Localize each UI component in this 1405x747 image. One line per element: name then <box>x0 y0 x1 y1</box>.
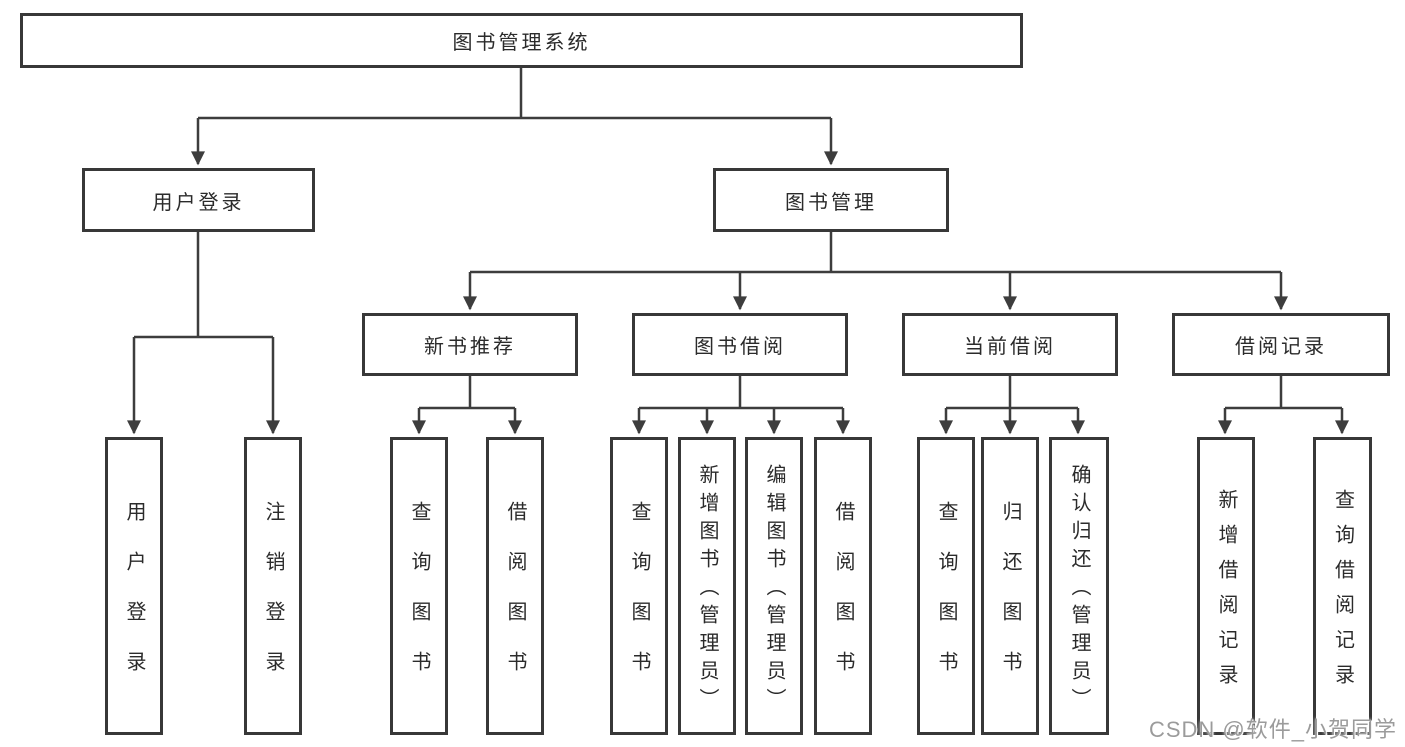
node-label: 借阅图书 <box>832 501 854 701</box>
node-label: 新书推荐 <box>424 336 516 358</box>
node-label: 借阅图书 <box>504 501 526 701</box>
node-book-borrow: 图书借阅 <box>632 313 848 376</box>
leaf-query-books-borrow: 查询图书 <box>610 437 668 735</box>
node-label: 用户登录 <box>123 501 145 701</box>
node-label: 借阅记录 <box>1235 336 1327 358</box>
node-label: 图书管理系统 <box>452 32 591 54</box>
node-user-login: 用户登录 <box>82 168 315 232</box>
node-label: 查询图书 <box>628 501 650 701</box>
node-label: 新增借阅记录 <box>1215 488 1237 699</box>
leaf-borrow-books-recommend: 借阅图书 <box>486 437 544 735</box>
node-borrow-records: 借阅记录 <box>1172 313 1390 376</box>
leaf-confirm-return-admin: 确认归还（管理员） <box>1049 437 1109 735</box>
node-new-book-recommend: 新书推荐 <box>362 313 578 376</box>
leaf-add-books-admin: 新增图书（管理员） <box>678 437 736 735</box>
node-label: 新增图书（管理员） <box>696 464 718 716</box>
node-root-system: 图书管理系统 <box>20 13 1023 68</box>
node-label: 注销登录 <box>262 501 284 701</box>
leaf-edit-books-admin: 编辑图书（管理员） <box>745 437 803 735</box>
leaf-user-login: 用户登录 <box>105 437 163 735</box>
node-current-borrow: 当前借阅 <box>902 313 1118 376</box>
leaf-query-borrow-record: 查询借阅记录 <box>1313 437 1372 735</box>
node-book-management: 图书管理 <box>713 168 949 232</box>
node-label: 查询图书 <box>408 501 430 701</box>
leaf-query-books-current: 查询图书 <box>917 437 975 735</box>
leaf-return-books: 归还图书 <box>981 437 1039 735</box>
leaf-query-books-recommend: 查询图书 <box>390 437 448 735</box>
node-label: 查询借阅记录 <box>1331 488 1354 699</box>
node-label: 查询图书 <box>935 501 957 701</box>
leaf-add-borrow-record: 新增借阅记录 <box>1197 437 1255 735</box>
node-label: 确认归还（管理员） <box>1068 464 1090 716</box>
node-label: 归还图书 <box>999 501 1021 701</box>
csdn-watermark: CSDN @软件_小贺同学 <box>1148 717 1397 742</box>
node-label: 编辑图书（管理员） <box>763 464 785 716</box>
node-label: 用户登录 <box>152 191 245 214</box>
leaf-logout: 注销登录 <box>244 437 302 735</box>
leaf-borrow-books: 借阅图书 <box>814 437 872 735</box>
node-label: 图书借阅 <box>694 336 786 358</box>
connectors <box>127 68 1349 435</box>
node-label: 当前借阅 <box>964 336 1056 358</box>
node-label: 图书管理 <box>785 191 877 214</box>
